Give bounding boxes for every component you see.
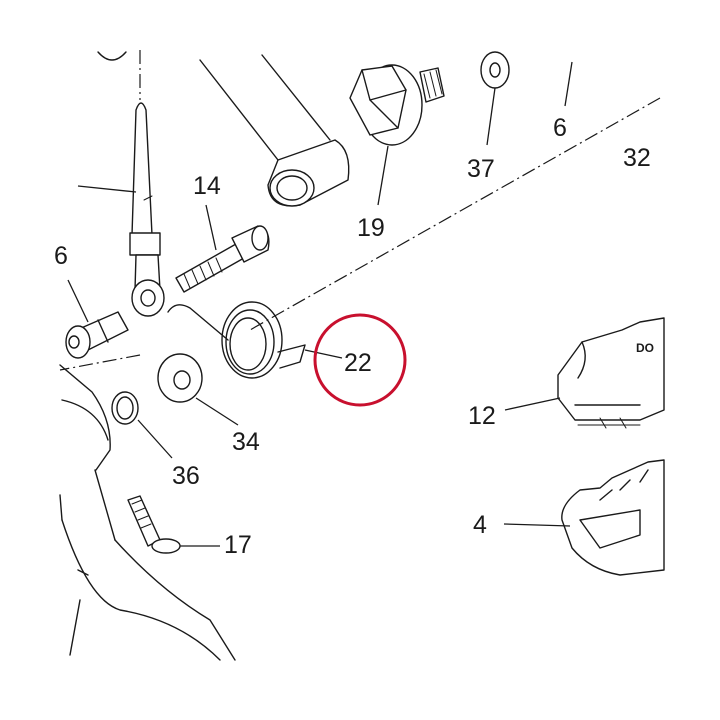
callout-36: 36 <box>172 462 200 490</box>
leader-14 <box>205 204 217 251</box>
callout-14: 14 <box>193 172 221 200</box>
callout-32: 32 <box>623 144 651 172</box>
part-4 <box>561 459 665 576</box>
svg-text:DO: DO <box>636 341 654 355</box>
leader-4 <box>503 523 571 527</box>
callout-6-left: 6 <box>54 242 68 270</box>
washer-37 <box>480 51 510 89</box>
leader-22 <box>304 349 343 359</box>
callout-6-top: 6 <box>553 114 567 142</box>
leader-34 <box>195 397 239 426</box>
leader-36 <box>137 419 173 459</box>
leader-19 <box>377 145 389 206</box>
ring-36 <box>111 391 139 425</box>
callout-17: 17 <box>224 531 252 559</box>
highlight-circle <box>313 313 407 407</box>
washer-34 <box>157 353 203 403</box>
threaded-rod <box>129 102 165 317</box>
callout-22: 22 <box>344 349 372 377</box>
partial-circle-top <box>97 51 127 61</box>
bolt-14 <box>175 225 270 293</box>
torsion-spring-22 <box>167 301 306 379</box>
leader-12 <box>504 397 561 411</box>
leader-16 <box>67 279 89 323</box>
axis-centerline <box>249 97 661 331</box>
axis-centerline-left <box>59 354 141 371</box>
lever-body <box>59 364 236 661</box>
part-12: DO <box>557 317 665 429</box>
leader-37 <box>486 87 496 146</box>
pin-17 <box>127 495 181 554</box>
leader-rod <box>77 185 137 193</box>
hex-bolt-19 <box>349 64 445 146</box>
pin-16 <box>65 311 129 359</box>
leader-6-top <box>564 61 573 107</box>
callout-34: 34 <box>232 428 260 456</box>
callout-12: 12 <box>468 402 496 430</box>
callout-19: 19 <box>357 214 385 242</box>
arm-part <box>199 54 350 207</box>
callout-4: 4 <box>473 511 487 539</box>
callout-37: 37 <box>467 155 495 183</box>
